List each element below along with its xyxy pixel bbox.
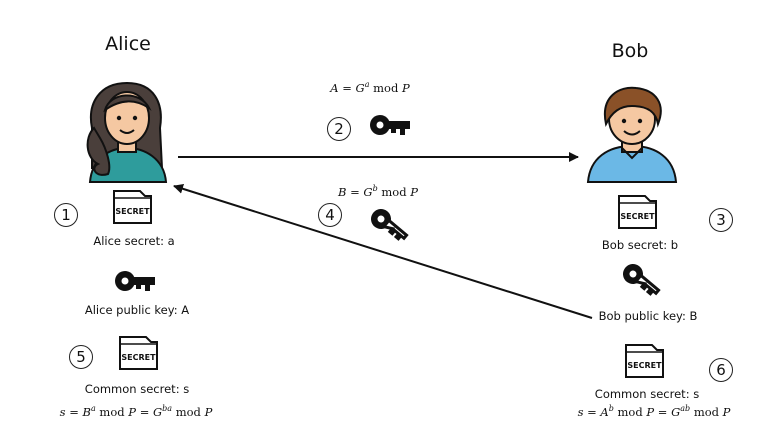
secret-document-icon: SECRET	[618, 195, 657, 229]
formula-bob-common-secret: s = Ab mod P = Gab mod P	[577, 404, 731, 419]
step-3-badge: 3	[709, 208, 733, 232]
key-icon	[115, 271, 155, 291]
formula-alice-common-secret: s = Ba mod P = Gba mod P	[59, 404, 213, 419]
formula-bob-public: B = Gb mod P	[338, 184, 418, 199]
secret-document-icon: SECRET	[113, 190, 152, 224]
alice-secret-label: Alice secret: a	[93, 234, 175, 248]
step-6-badge: 6	[709, 358, 733, 382]
step-5-badge: 5	[69, 345, 93, 369]
step-1-badge: 1	[54, 203, 78, 227]
secret-badge-text: SECRET	[620, 212, 655, 221]
step-4-badge: 4	[318, 203, 342, 227]
secret-badge-text: SECRET	[627, 361, 662, 370]
secret-document-icon: SECRET	[119, 336, 158, 370]
formula-alice-public: A = Ga mod P	[330, 80, 410, 95]
alice-common-secret-label: Common secret: s	[84, 382, 190, 396]
bob-common-secret-label: Common secret: s	[594, 387, 700, 401]
secret-document-icon: SECRET	[625, 344, 664, 378]
bob-secret-label: Bob secret: b	[601, 238, 679, 252]
alice-name: Alice	[105, 33, 151, 55]
woman-avatar-icon	[86, 81, 168, 183]
arrow-bob-to-alice	[173, 183, 593, 319]
key-icon	[371, 209, 409, 241]
man-avatar-icon	[586, 86, 678, 183]
step-2-badge: 2	[327, 117, 351, 141]
bob-public-key-label: Bob public key: B	[598, 309, 698, 323]
key-icon	[370, 115, 410, 135]
secret-badge-text: SECRET	[115, 207, 150, 216]
key-icon	[623, 264, 661, 296]
alice-public-key-label: Alice public key: A	[84, 303, 190, 317]
secret-badge-text: SECRET	[121, 353, 156, 362]
bob-name: Bob	[611, 40, 649, 62]
